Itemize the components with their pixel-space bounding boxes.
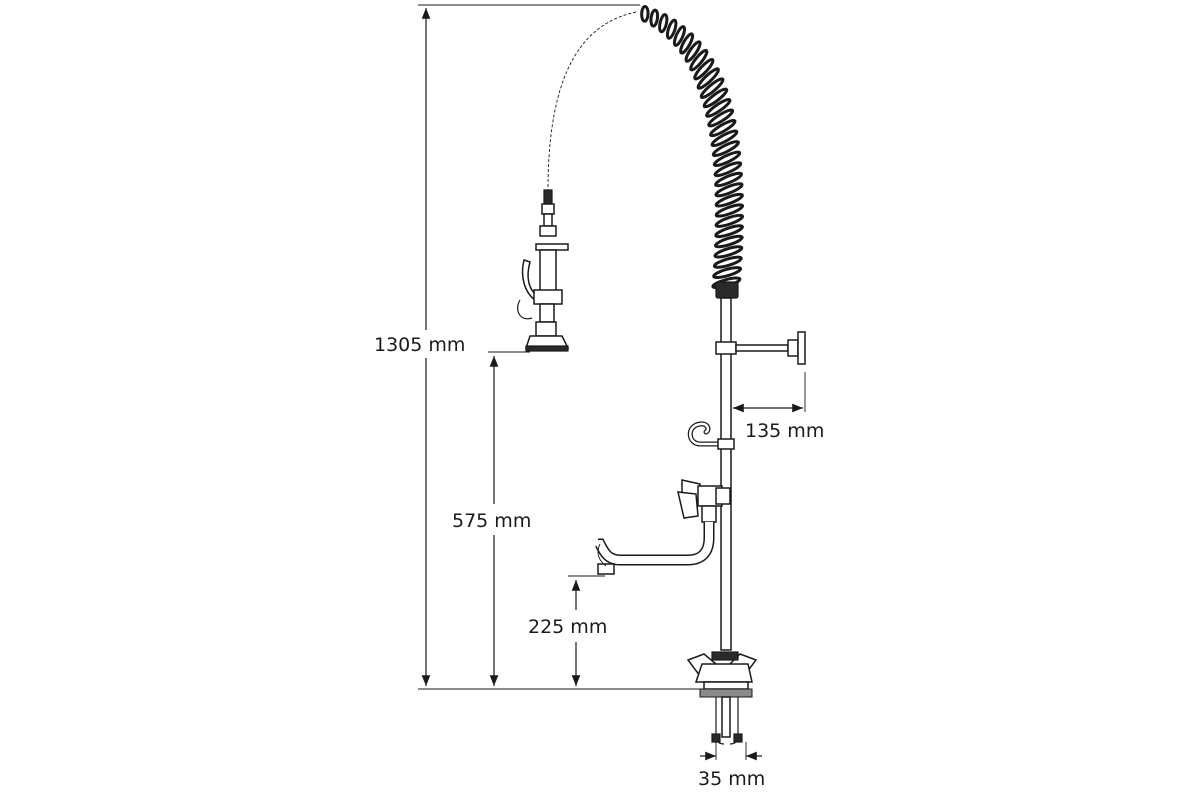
mixer-deck-plate <box>703 681 749 690</box>
hose-fitting-hex <box>541 203 555 215</box>
spring-coil-turn <box>693 57 715 81</box>
spout-tip-curve <box>597 543 607 567</box>
spring-coil-turn <box>689 48 709 72</box>
dimension-arrows <box>421 7 806 761</box>
spring-base-ferrule <box>715 281 739 299</box>
spring-coil-turn <box>665 18 678 40</box>
spring-coil-turn <box>714 192 744 208</box>
spring-coil-turn <box>712 255 743 269</box>
hose-fitting-top <box>543 189 553 205</box>
hose-fitting-stem <box>543 213 553 227</box>
spring-coil-turn <box>684 40 702 63</box>
cross-handle-lower <box>677 491 699 519</box>
spring-coil-turn <box>714 213 745 228</box>
spring-coil-turn <box>699 77 725 100</box>
spray-head-nut <box>535 321 557 337</box>
label-spout-height: 225 mm <box>528 616 607 638</box>
spray-handle-loop <box>517 299 533 320</box>
spring-coil-turn <box>713 234 744 249</box>
spray-valve-cap <box>535 243 569 251</box>
spring-coil-turn <box>714 224 744 239</box>
spring-coil-turn <box>714 203 745 218</box>
spout-fill <box>596 522 713 564</box>
spring-coil-turn <box>713 245 744 259</box>
counter-mount <box>699 688 753 745</box>
spray-valve-neck <box>539 303 555 323</box>
label-wall-offset: 135 mm <box>745 420 824 442</box>
spout-valve <box>677 479 731 523</box>
mixer-body <box>694 663 753 683</box>
spring-coil-turn <box>712 266 743 279</box>
valve-connector <box>715 487 731 505</box>
wall-flange <box>797 331 806 365</box>
spring-coil-turn <box>649 8 660 28</box>
hose-fitting-nut <box>539 225 557 237</box>
spring-coil-turn <box>712 150 742 168</box>
spring-coil <box>640 4 745 299</box>
spring-coil-turn <box>658 13 669 34</box>
spring-coil-turn <box>679 32 695 55</box>
flexible-hose <box>547 11 637 191</box>
spring-coil-turn <box>711 140 740 158</box>
spray-face <box>525 345 569 352</box>
supply-fitting-right <box>733 733 743 743</box>
reference-lines <box>418 4 712 690</box>
spring-coil-turn <box>714 171 743 188</box>
wall-bracket <box>715 331 806 365</box>
bracket-clamp <box>715 341 737 355</box>
spring-coil-turn <box>713 161 743 178</box>
spring-coil-turn <box>709 119 737 138</box>
spring-coil-turn <box>714 182 744 198</box>
supply-fitting-left <box>711 733 721 743</box>
mounting-stud <box>721 696 731 738</box>
spring-coil-turn <box>705 98 732 118</box>
spray-valve-body <box>539 249 557 295</box>
spring-coil-turn <box>702 87 729 109</box>
mixer-top-ring <box>711 651 739 661</box>
bracket-arm <box>735 344 789 352</box>
mixer-base <box>686 651 758 690</box>
spring-coil-turn <box>640 4 650 23</box>
spring-coil-turn <box>707 108 735 128</box>
spring-coil-turns <box>640 4 745 290</box>
valve-outlet-nut <box>701 505 717 523</box>
spray-valve <box>517 189 570 352</box>
hook-clamp <box>717 438 735 450</box>
spout-pipe <box>595 522 715 575</box>
label-spray-height: 575 mm <box>452 510 531 532</box>
bracket-nut <box>787 339 799 357</box>
counter-section <box>699 688 753 698</box>
label-base-width: 35 mm <box>698 768 765 790</box>
spring-coil-turn <box>672 25 687 47</box>
spring-coil-turn <box>696 67 720 90</box>
spray-hook <box>687 421 735 450</box>
spring-coil-turn <box>710 129 739 148</box>
hook-inner <box>689 422 732 446</box>
riser-tube <box>720 297 732 651</box>
spout-aerator <box>597 563 615 575</box>
label-total-height: 1305 mm <box>374 334 465 356</box>
riser-pipe <box>720 297 732 651</box>
spout-outline <box>595 522 715 566</box>
spray-valve-collar <box>533 289 563 305</box>
